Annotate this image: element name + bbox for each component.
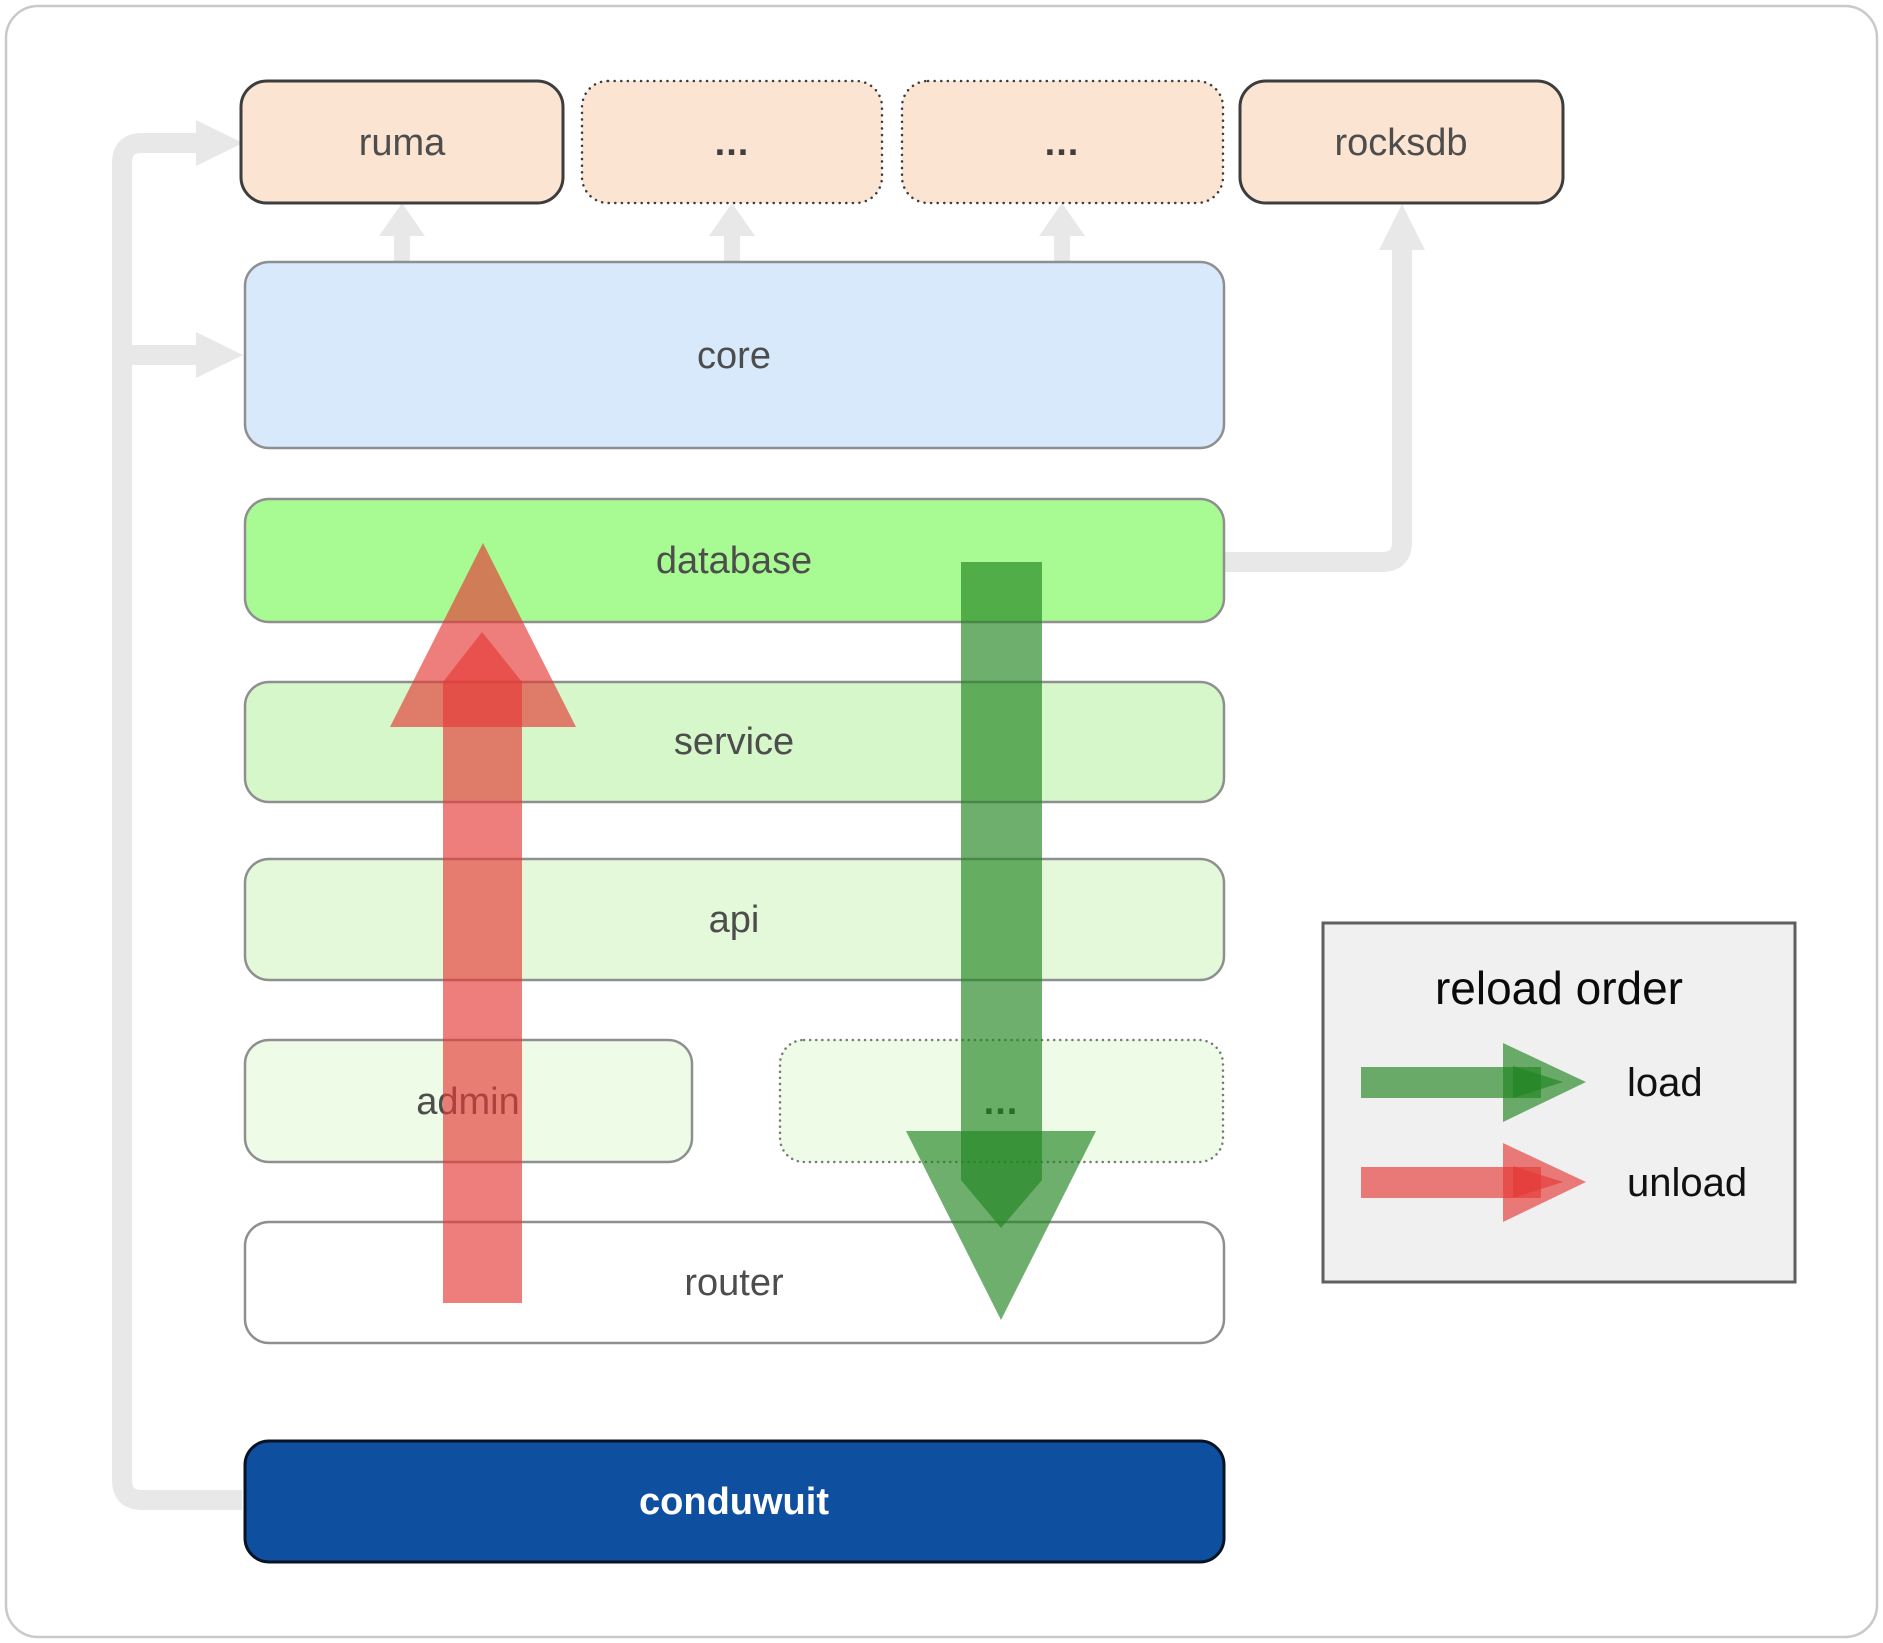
connector-arrowheads bbox=[196, 120, 1425, 378]
diagram-frame bbox=[4, 4, 1879, 1639]
node-label-ellipsis-top-2: ... bbox=[1045, 122, 1080, 164]
node-rocksdb bbox=[1238, 79, 1565, 205]
load-arrow bbox=[906, 562, 1096, 1320]
node-ellipsis-top-1 bbox=[580, 79, 884, 205]
unload-arrow-marker-icon bbox=[443, 632, 522, 682]
legend-box bbox=[1321, 921, 1797, 1284]
legend-unload-label: unload bbox=[1627, 1161, 1747, 1205]
legend-load-label: load bbox=[1627, 1061, 1703, 1105]
node-label-service: service bbox=[674, 721, 794, 763]
node-label-conduwuit: conduwuit bbox=[639, 1481, 829, 1523]
node-label-ruma: ruma bbox=[359, 122, 446, 164]
arrowhead-core-to-ruma-icon bbox=[379, 203, 425, 236]
arrowhead-core-to-ellipsis1-icon bbox=[709, 203, 755, 236]
node-core bbox=[243, 260, 1226, 450]
dependency-connectors bbox=[112, 133, 1412, 1510]
arrowhead-into-core-icon bbox=[196, 332, 243, 378]
node-conduwuit bbox=[243, 1439, 1226, 1564]
node-label-database: database bbox=[656, 540, 812, 582]
load-arrow-shaft bbox=[961, 562, 1042, 1180]
arrowhead-core-to-ellipsis2-icon bbox=[1039, 203, 1085, 236]
arrowhead-into-rocksdb-icon bbox=[1379, 204, 1425, 250]
unload-arrow bbox=[390, 543, 576, 1303]
legend-load-arrow-icon bbox=[1361, 1043, 1586, 1122]
arrowhead-into-ruma-icon bbox=[196, 120, 243, 166]
core-to-ellipsis1-shaft bbox=[724, 234, 740, 263]
connector-database-to-rocksdb bbox=[1224, 250, 1412, 572]
node-label-router: router bbox=[684, 1262, 784, 1304]
legend: reload order load unload bbox=[1321, 921, 1797, 1284]
unload-arrow-shaft bbox=[443, 682, 522, 1303]
legend-unload-marker-icon bbox=[1513, 1166, 1563, 1198]
connector-conduwuit-to-ruma bbox=[112, 133, 242, 1510]
node-label-api: api bbox=[709, 899, 760, 941]
node-label-ellipsis-top-1: ... bbox=[715, 122, 750, 164]
node-ruma bbox=[239, 79, 565, 205]
load-arrow-head-icon bbox=[906, 1131, 1096, 1320]
legend-load-marker-icon bbox=[1513, 1066, 1563, 1098]
node-label-rocksdb: rocksdb bbox=[1334, 122, 1467, 164]
legend-title: reload order bbox=[1435, 962, 1683, 1014]
core-to-ellipsis2-shaft bbox=[1054, 234, 1070, 263]
legend-unload-arrow-icon bbox=[1361, 1143, 1586, 1222]
core-to-ruma-shaft bbox=[394, 234, 410, 263]
node-label-core: core bbox=[697, 335, 771, 377]
node-ellipsis-top-2 bbox=[900, 79, 1225, 205]
